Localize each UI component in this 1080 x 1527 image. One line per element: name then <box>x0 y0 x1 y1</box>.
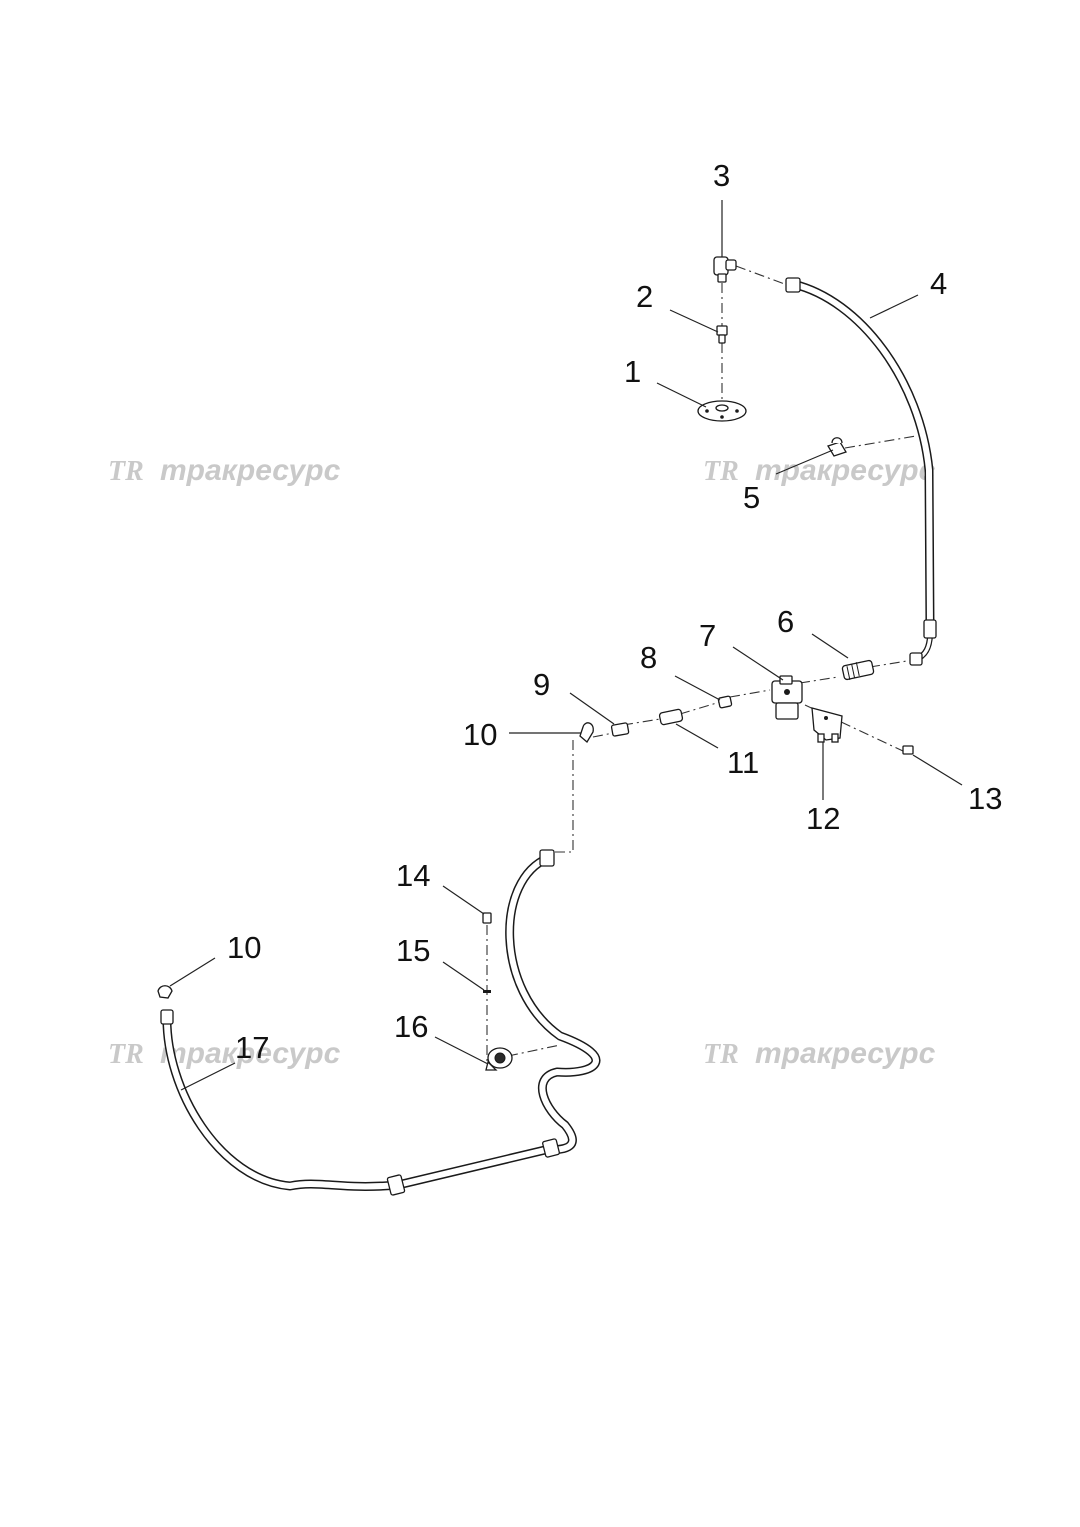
callout-13: 13 <box>968 781 1002 816</box>
callout-6: 6 <box>777 604 794 639</box>
watermark-bottom-right: TR тракресурс <box>703 1037 936 1070</box>
watermark-text: тракресурс <box>160 454 341 487</box>
part-3-elbow-fitting <box>713 256 737 283</box>
callout-5: 5 <box>743 480 760 515</box>
callout-12: 12 <box>806 801 840 836</box>
part-13-bolt <box>902 745 914 755</box>
part-11-sleeve <box>658 708 684 726</box>
part-7-valve-body <box>771 675 803 720</box>
part-9-connector <box>610 722 630 737</box>
watermark-logo: TR <box>108 456 144 487</box>
watermark-bottom-left: TR тракресурс <box>108 1037 341 1070</box>
callout-9: 9 <box>533 667 550 702</box>
callout-17: 17 <box>235 1030 269 1065</box>
watermark-text: тракресурс <box>160 1037 341 1070</box>
callout-14: 14 <box>396 858 430 893</box>
callout-4: 4 <box>930 266 947 301</box>
part-5-clip <box>827 437 847 457</box>
callout-3: 3 <box>713 158 730 193</box>
callout-10-upper: 10 <box>463 717 497 752</box>
watermark-logo: TR <box>108 1039 144 1070</box>
hose-4 <box>785 277 937 666</box>
part-2-fitting <box>716 325 728 344</box>
part-14-bolt <box>482 912 492 924</box>
callout-15: 15 <box>396 933 430 968</box>
callouts: 3 2 4 1 5 6 7 8 9 10 11 12 13 14 15 16 1… <box>227 158 1002 1065</box>
callout-16: 16 <box>394 1009 428 1044</box>
watermark-logo: TR <box>703 1039 739 1070</box>
part-10-clamp <box>579 722 594 743</box>
callout-8: 8 <box>640 640 657 675</box>
callout-10-lower: 10 <box>227 930 261 965</box>
watermark-text: тракресурс <box>755 1037 936 1070</box>
callout-7: 7 <box>699 618 716 653</box>
watermark-top-left: TR тракресурс <box>108 454 341 487</box>
hose-17 <box>160 849 601 1196</box>
watermark-logo: TR <box>703 456 739 487</box>
part-6-connector <box>841 659 875 681</box>
leader-lines <box>169 200 963 1091</box>
part-10-clamp-lower <box>157 985 173 999</box>
assembly-lines <box>486 265 917 1062</box>
callout-1: 1 <box>624 354 641 389</box>
part-8-fitting <box>717 695 733 709</box>
watermark-text: тракресурс <box>755 454 936 487</box>
part-16-clamp <box>485 1047 513 1071</box>
watermark-top-right: TR тракресурс <box>703 454 936 487</box>
part-12-bracket <box>811 707 843 743</box>
callout-11: 11 <box>727 745 759 780</box>
part-15-washer <box>483 990 491 993</box>
part-1-flange-plate <box>697 400 747 422</box>
callout-2: 2 <box>636 279 653 314</box>
